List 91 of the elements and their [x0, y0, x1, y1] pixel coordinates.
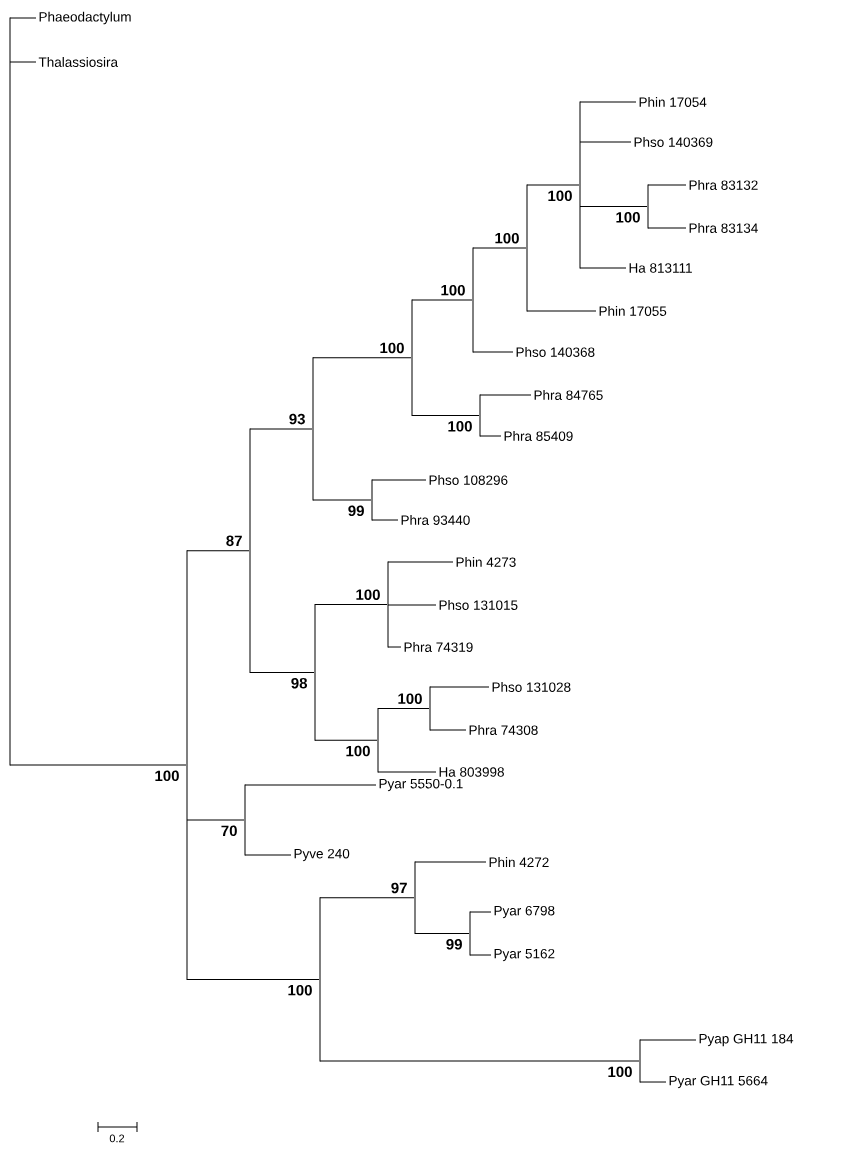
bootstrap-value: 97 [391, 882, 407, 894]
bootstrap-value: 93 [289, 413, 305, 425]
bootstrap-value: 100 [288, 984, 312, 996]
tree-branch [314, 739, 378, 741]
tree-branch [9, 764, 187, 766]
tree-branch [472, 351, 514, 353]
taxon-label: Ha 803998 [439, 767, 504, 777]
taxon-label: Pyar 5550-0.1 [379, 778, 463, 792]
taxon-label: Pyar 5162 [494, 948, 555, 962]
tree-branch [314, 604, 388, 605]
tree-branch [319, 1060, 640, 1062]
tree-branch [526, 310, 597, 312]
tree-branch [579, 206, 648, 207]
tree-branch [469, 954, 492, 956]
taxon-label: Phso 140368 [516, 347, 595, 357]
taxon-label: Phin 4273 [456, 557, 516, 567]
tree-branch [186, 550, 250, 552]
tree-branch [319, 897, 415, 899]
bootstrap-value: 100 [608, 1066, 632, 1078]
tree-branch [387, 561, 454, 563]
bootstrap-value: 100 [616, 212, 640, 223]
bootstrap-value: 100 [398, 693, 422, 704]
tree-branch [377, 708, 430, 709]
taxon-label: Phin 17054 [639, 97, 707, 107]
bootstrap-value: 100 [356, 589, 380, 600]
tree-branch [647, 227, 687, 229]
bootstrap-value: 100 [448, 421, 472, 432]
tree-branch [479, 394, 532, 396]
tree-branch [414, 861, 487, 863]
tree-branch [639, 1081, 667, 1083]
taxon-label: Phra 93440 [401, 515, 470, 525]
taxon-label: Thalassiosira [38, 57, 118, 67]
taxon-label: Phra 83132 [689, 180, 758, 190]
taxon-label: Phin 17055 [599, 306, 667, 316]
bootstrap-value: 100 [380, 342, 404, 354]
bootstrap-value: 100 [441, 284, 465, 296]
tree-branch [526, 184, 580, 186]
tree-branch [429, 729, 467, 731]
tree-branch [414, 933, 470, 934]
tree-branch [429, 686, 490, 688]
bootstrap-value: 100 [155, 770, 179, 782]
tree-branch [387, 604, 437, 606]
tree-branch [371, 519, 399, 521]
tree-branch [411, 299, 473, 301]
taxon-label: Ha 813111 [629, 263, 692, 273]
taxon-label: Pyar 6798 [494, 905, 555, 919]
tree-branch [186, 819, 245, 821]
tree-branch [249, 428, 313, 430]
taxon-label: Phso 131015 [439, 600, 518, 610]
tree-branch [9, 61, 37, 63]
tree-branch [479, 435, 502, 437]
tree-branch [579, 101, 637, 103]
bootstrap-value: 100 [548, 190, 572, 202]
tree-branch [249, 671, 315, 673]
taxon-label: Pyve 240 [294, 848, 350, 862]
scale-label: 0.2 [109, 1134, 125, 1143]
tree-branch [469, 911, 492, 913]
taxon-label: Pyar GH11 5664 [669, 1075, 768, 1089]
tree-branch [411, 415, 480, 416]
taxon-label: Phso 108296 [429, 475, 508, 485]
tree-branch [9, 17, 37, 19]
taxon-label: Phso 140369 [634, 137, 713, 147]
tree-branch [312, 357, 412, 359]
taxon-label: Phra 84765 [534, 390, 603, 400]
taxon-label: Phaeodactylum [39, 11, 131, 25]
tree-branch [647, 184, 687, 186]
bootstrap-value: 100 [346, 745, 370, 757]
tree-branch [186, 978, 320, 980]
tree-branch [472, 247, 527, 249]
tree-branch [244, 854, 292, 856]
bootstrap-value: 98 [291, 677, 308, 689]
tree-branch [579, 141, 632, 143]
bootstrap-value: 87 [226, 535, 242, 547]
taxon-label: Pyap GH11 184 [699, 1033, 794, 1047]
taxon-label: Phso 131028 [492, 682, 571, 692]
taxon-label: Phra 85409 [504, 431, 573, 441]
tree-branch [639, 1039, 697, 1041]
bootstrap-value: 70 [221, 825, 237, 837]
bootstrap-value: 99 [348, 505, 364, 517]
taxon-label: Phra 74319 [404, 642, 473, 652]
tree-branch [387, 646, 402, 648]
bootstrap-value: 99 [446, 939, 462, 950]
tree-branch [579, 267, 627, 269]
tree-branch [377, 771, 437, 773]
tree-branch [312, 499, 372, 501]
taxon-label: Phin 4272 [489, 857, 549, 867]
taxon-label: Phra 83134 [689, 223, 758, 233]
tree-branch [244, 784, 377, 786]
bootstrap-value: 100 [495, 232, 519, 244]
taxon-label: Phra 74308 [469, 725, 538, 735]
tree-branch [371, 479, 427, 481]
